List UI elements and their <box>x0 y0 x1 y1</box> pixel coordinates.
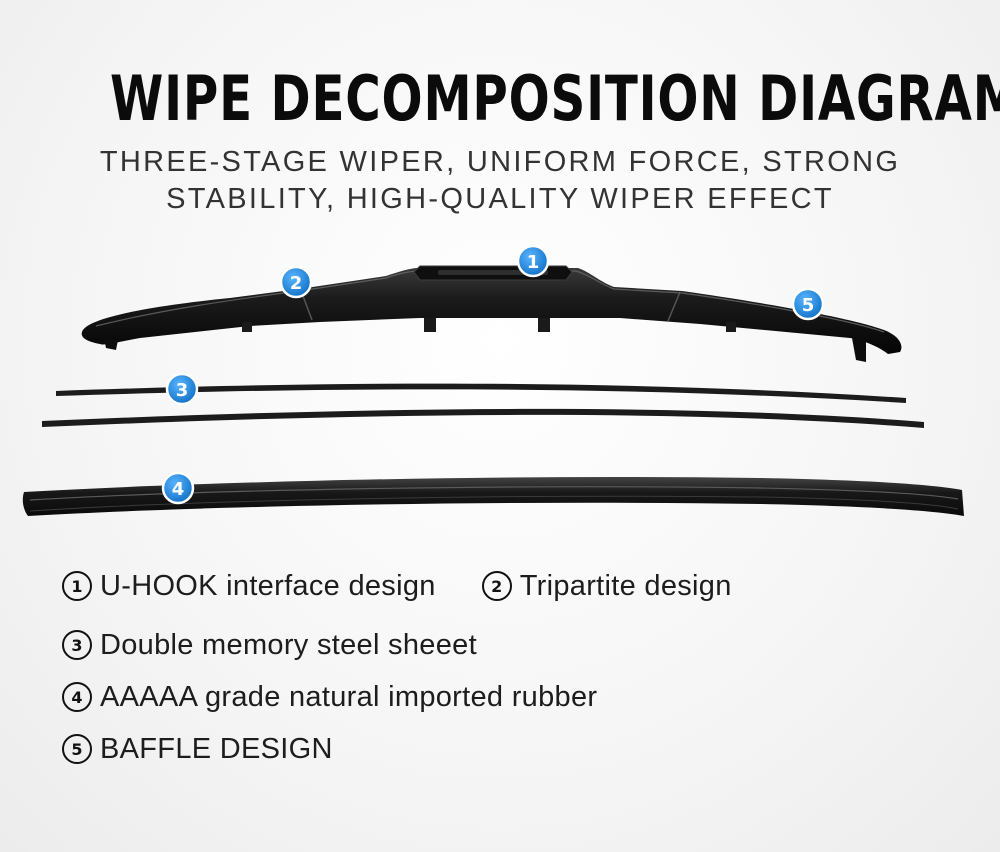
legend-number-3: 3 <box>62 630 92 660</box>
steel-sheet-upper <box>56 383 906 403</box>
legend-number-2: 2 <box>481 571 512 601</box>
subtitle-line-1: THREE-STAGE WIPER, UNIFORM FORCE, STRONG <box>99 146 901 178</box>
legend-number-5: 5 <box>62 734 92 764</box>
marker-4: 4 <box>161 471 195 505</box>
wiper-exploded-diagram: 1 2 5 3 4 <box>22 244 965 516</box>
legend-item-3: 3 Double memory steel sheeet <box>62 629 477 662</box>
marker-5: 5 <box>791 287 825 321</box>
legend-row-2: 3 Double memory steel sheeet <box>62 625 477 665</box>
legend-number-1: 1 <box>62 571 92 601</box>
marker-3-label: 3 <box>176 380 189 401</box>
steel-sheets <box>42 383 924 428</box>
legend-text-4: AAAAA grade natural imported rubber <box>100 680 598 713</box>
marker-2-label: 2 <box>290 273 303 294</box>
frame-clip-4 <box>726 322 736 332</box>
legend-item-5: 5 BAFFLE DESIGN <box>62 733 333 766</box>
wiper-frame <box>81 265 902 362</box>
page-title: WIPE DECOMPOSITION DIAGRAM <box>110 62 1000 135</box>
legend-text-3: Double memory steel sheeet <box>100 628 477 661</box>
marker-2: 2 <box>279 265 313 299</box>
marker-3: 3 <box>165 372 199 406</box>
marker-4-label: 4 <box>172 479 185 500</box>
frame-clip-1 <box>242 322 252 332</box>
marker-1-label: 1 <box>527 252 540 273</box>
frame-end-cap-right <box>852 338 866 362</box>
legend-row-3: 4 AAAAA grade natural imported rubber <box>62 677 597 717</box>
frame-end-cap-left <box>104 338 118 350</box>
seam-right <box>667 291 681 322</box>
frame-body <box>81 268 902 354</box>
legend-item-1: 1 U-HOOK interface design <box>62 570 436 603</box>
legend-item-2: 2 Tripartite design <box>481 569 732 603</box>
frame-clip-3 <box>538 318 550 332</box>
legend-text-1: U-HOOK interface design <box>100 569 436 602</box>
marker-1: 1 <box>516 244 550 278</box>
legend-row-4: 5 BAFFLE DESIGN <box>62 729 333 769</box>
legend-text-2: Tripartite design <box>519 569 732 602</box>
marker-5-label: 5 <box>802 295 815 316</box>
steel-sheet-lower <box>42 408 924 428</box>
subtitle-line-2: STABILITY, HIGH-QUALITY WIPER EFFECT <box>166 183 834 215</box>
frame-clip-2 <box>424 318 436 332</box>
legend-text-5: BAFFLE DESIGN <box>100 732 333 765</box>
legend-row-1: 1 U-HOOK interface design 2 Tripartite d… <box>62 566 732 606</box>
legend-item-4: 4 AAAAA grade natural imported rubber <box>62 681 597 714</box>
legend-number-4: 4 <box>62 682 92 712</box>
